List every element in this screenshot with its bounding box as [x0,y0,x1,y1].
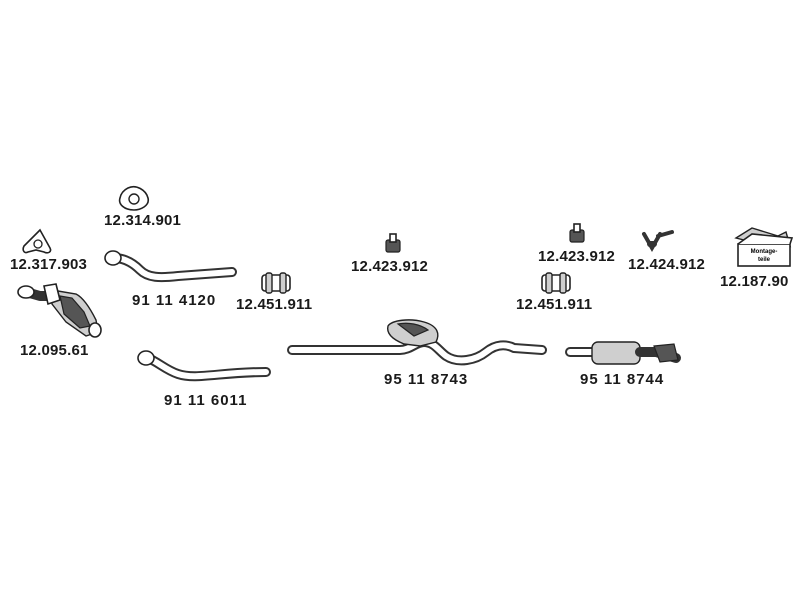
front-pipe-icon [137,350,271,382]
part-label-95-11-8743: 95 11 8743 [384,371,469,388]
mounting-kit-icon: Montage- teile [734,227,794,267]
part-label-12-451-911-left: 12.451.911 [236,296,313,313]
pipe-clamp-icon [261,272,291,294]
part-label-12-423-912-middle: 12.423.912 [351,258,429,275]
part-label-91-11-6011: 91 11 6011 [164,392,248,409]
part-label-12-424-912: 12.424.912 [628,256,706,273]
part-label-91-11-4120: 91 11 4120 [132,292,217,309]
part-label-12-187-90: 12.187.90 [720,273,789,290]
middle-silencer-icon [287,319,547,366]
catalytic-converter-icon [17,283,102,338]
hanger-icon [642,230,674,253]
part-label-12-451-911-right: 12.451.911 [516,296,593,313]
mounting-kit-box-text-1: Montage- [751,249,778,255]
rear-silencer-icon [565,341,681,365]
part-label-12-423-912-right: 12.423.912 [538,248,616,265]
front-pipe-icon [104,250,237,283]
gasket-icon [22,228,52,254]
part-label-95-11-8744: 95 11 8744 [580,371,665,388]
part-label-12-317-903: 12.317.903 [10,256,88,273]
part-label-12-095-61: 12.095.61 [20,342,89,359]
rubber-mount-icon [569,223,585,243]
mounting-kit-box-text-2: teile [758,257,771,263]
gasket-icon [118,185,150,211]
pipe-clamp-icon [541,272,571,294]
rubber-mount-icon [385,233,401,253]
part-label-12-314-901: 12.314.901 [104,212,182,229]
